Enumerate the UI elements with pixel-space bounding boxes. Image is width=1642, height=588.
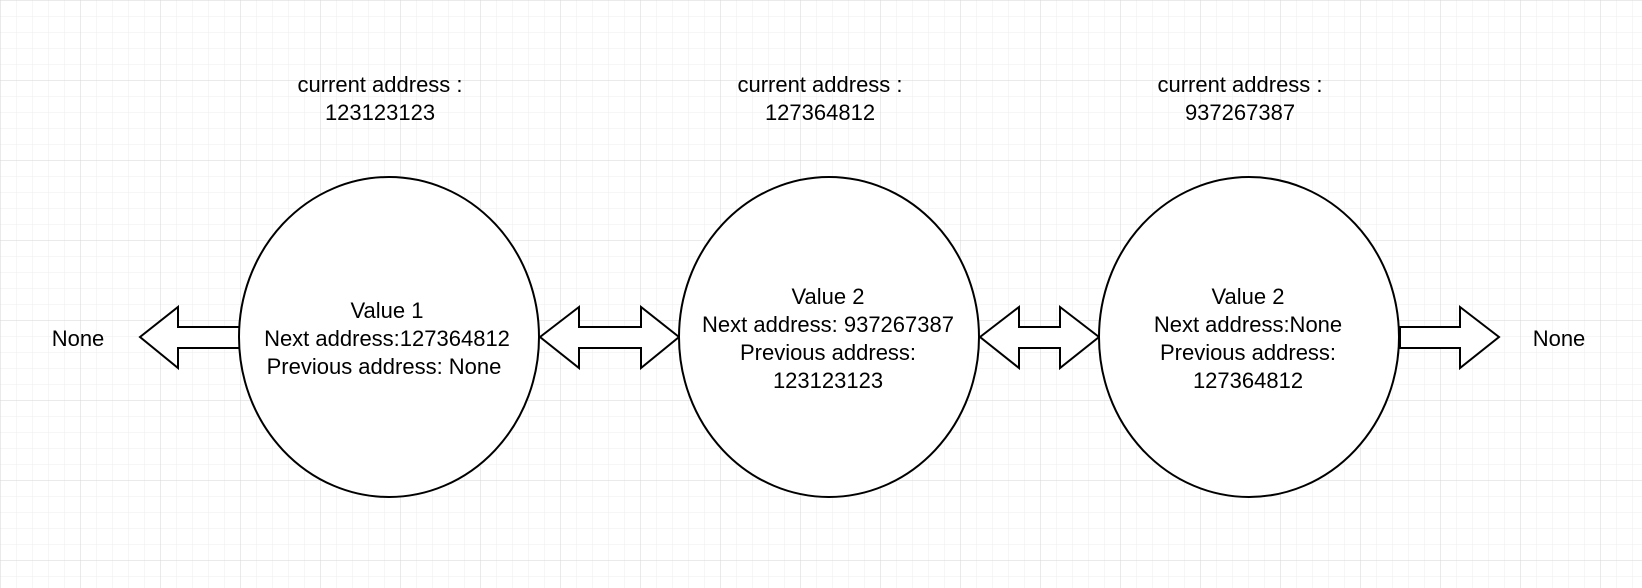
node-3-address-value: 937267387 [1185,100,1295,125]
node-2-previous-address-value: 123123123 [773,368,883,393]
right-none-label: None [1533,326,1586,351]
node-3-circle [1098,176,1400,498]
node-1-address-value: 123123123 [325,100,435,125]
node-1-address-label: current address : [297,72,462,97]
node-2-previous-address: Previous address: [740,340,916,365]
left-arrow [138,304,241,371]
node-2-circle [678,176,980,498]
left-none-label: None [52,326,105,351]
node-1-value: Value 1 [351,298,424,323]
node-2-address-value: 127364812 [765,100,875,125]
node-1-next-address: Next address:127364812 [264,326,510,351]
right-arrow [1399,304,1501,371]
node-2-value: Value 2 [792,284,865,309]
node-3-address-label: current address : [1157,72,1322,97]
node-3-value: Value 2 [1212,284,1285,309]
node-3-next-address: Next address:None [1154,312,1342,337]
node-1-previous-address: Previous address: None [267,354,502,379]
node-2-next-address: Next address: 937267387 [702,312,954,337]
node-3-previous-address: Previous address: [1160,340,1336,365]
node-3-previous-address-value: 127364812 [1193,368,1303,393]
node-2-address-label: current address : [737,72,902,97]
